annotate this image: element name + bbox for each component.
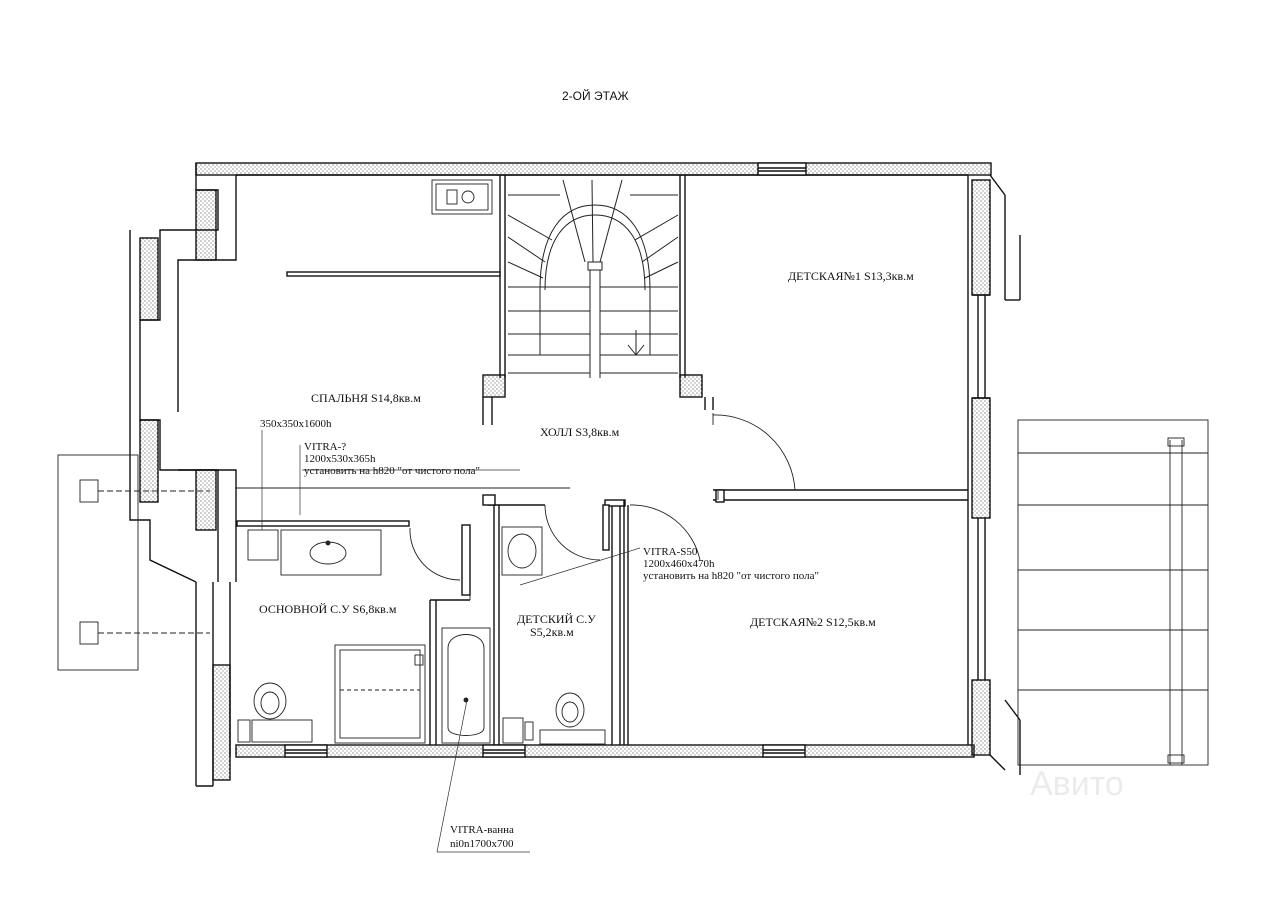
interior-walls <box>236 175 968 745</box>
leader-lines <box>261 430 641 853</box>
room-label-bedroom: СПАЛЬНЯ S14,8кв.м <box>311 391 421 405</box>
floor-title: 2-ОЙ ЭТАЖ <box>562 88 629 103</box>
note-bath-size: ni0n1700x700 <box>450 838 514 850</box>
watermark: Авито <box>1030 765 1124 803</box>
note-bath-name: VITRA-ванна <box>450 824 514 836</box>
outer-walls <box>129 162 1021 787</box>
note-vitra-s50-name: VITRA-S50 <box>643 546 698 558</box>
room-label-hall: ХОЛЛ S3,8кв.м <box>540 425 620 439</box>
room-label-main-bath: ОСНОВНОЙ С.У S6,8кв.м <box>259 602 397 616</box>
room-label-kids-bath: ДЕТСКИЙ С.У <box>517 612 596 626</box>
note-cabinet-size: 350x350x1600h <box>260 418 332 430</box>
room-label-kids1: ДЕТСКАЯ№1 S13,3кв.м <box>788 269 914 283</box>
room-label-kids2: ДЕТСКАЯ№2 S12,5кв.м <box>750 615 876 629</box>
room-label-kids-bath-area: S5,2кв.м <box>530 625 574 639</box>
note-vitra-q-name: VITRA-? <box>304 441 346 453</box>
note-vitra-q-install: установить на h820 "от чистого пола" <box>304 465 480 477</box>
fixtures <box>57 179 1209 766</box>
door-swings <box>235 413 796 600</box>
note-vitra-s50-install: установить на h820 "от чистого пола" <box>643 570 819 582</box>
note-vitra-s50-size: 1200x460x470h <box>643 558 715 570</box>
staircase <box>507 179 679 378</box>
note-vitra-q-size: 1200x530x365h <box>304 453 376 465</box>
